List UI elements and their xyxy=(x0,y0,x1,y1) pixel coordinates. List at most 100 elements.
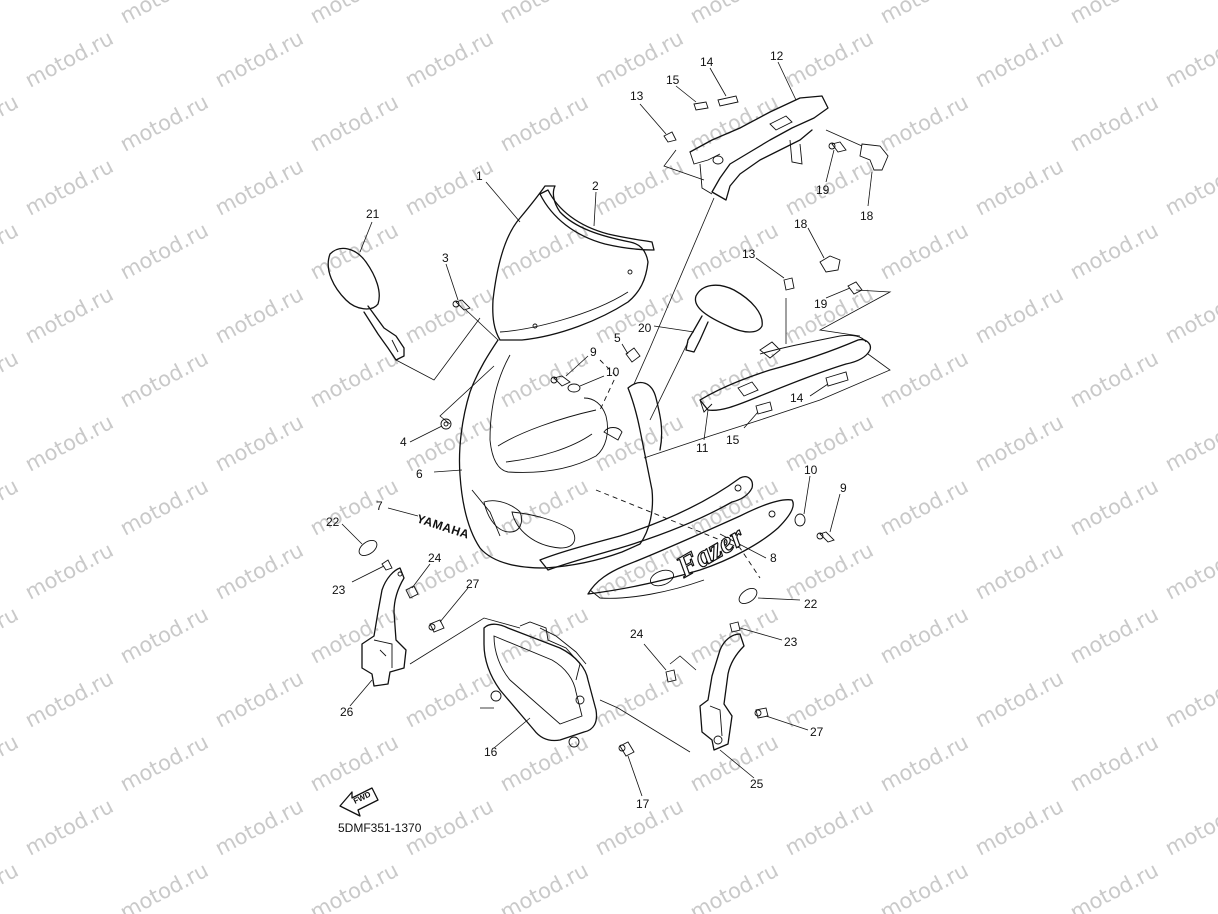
watermark-text: motod.ru xyxy=(781,538,877,604)
upper-cowling-part xyxy=(458,339,663,569)
watermark-text: motod.ru xyxy=(116,90,212,156)
watermark-text: motod.ru xyxy=(591,410,687,476)
watermark-text: motod.ru xyxy=(496,730,592,796)
watermark-text: motod.ru xyxy=(306,730,402,796)
watermark-text: motod.ru xyxy=(1161,154,1218,220)
watermark-text: motod.ru xyxy=(306,346,402,412)
watermark-text: motod.ru xyxy=(1066,90,1162,156)
callout-13-mid: 13 xyxy=(742,247,756,261)
watermark-text: motod.ru xyxy=(496,858,592,914)
inner-lower-panel-part xyxy=(699,334,872,413)
watermark-text: motod.ru xyxy=(496,602,592,668)
watermark-text: motod.ru xyxy=(401,538,497,604)
headlight-stay-part xyxy=(483,621,598,748)
callout-15-lower: 15 xyxy=(726,433,740,447)
callout-25: 25 xyxy=(750,777,764,791)
watermark-text: motod.ru xyxy=(0,858,22,914)
right-mirror-part xyxy=(685,284,763,353)
watermark-text: motod.ru xyxy=(0,346,22,412)
watermark-text: motod.ru xyxy=(0,730,22,796)
watermark-text: motod.ru xyxy=(116,218,212,284)
fwd-arrow-icon: FWD xyxy=(339,787,379,817)
side-panel-part xyxy=(539,476,794,599)
assembly-lines xyxy=(395,129,892,753)
watermark-text: motod.ru xyxy=(496,474,592,540)
watermark-text: motod.ru xyxy=(0,218,22,284)
watermark-text: motod.ru xyxy=(876,730,972,796)
watermark-text: motod.ru xyxy=(971,538,1067,604)
watermark-text: motod.ru xyxy=(876,602,972,668)
callout-14-upper: 14 xyxy=(700,55,714,69)
watermark-text: motod.ru xyxy=(306,602,402,668)
callout-18-upper: 18 xyxy=(860,209,874,223)
callout-4: 4 xyxy=(400,435,407,449)
watermark-text: motod.ru xyxy=(116,346,212,412)
watermark-text: motod.ru xyxy=(1066,474,1162,540)
callout-24-right: 24 xyxy=(630,627,644,641)
callout-1: 1 xyxy=(476,169,483,183)
watermark-text: motod.ru xyxy=(306,474,402,540)
watermark-text: motod.ru xyxy=(496,0,592,28)
callout-labels: 1 2 3 4 5 6 7 8 9 9 10 10 11 12 13 13 14… xyxy=(326,49,874,811)
watermark-text: motod.ru xyxy=(21,794,117,860)
watermark-text: motod.ru xyxy=(401,26,497,92)
watermark-text: motod.ru xyxy=(0,0,22,28)
watermark-text: motod.ru xyxy=(211,26,307,92)
watermark-text: motod.ru xyxy=(116,858,212,914)
callout-10-right: 10 xyxy=(804,463,818,477)
callout-2: 2 xyxy=(592,179,599,193)
watermark-text: motod.ru xyxy=(1161,666,1218,732)
callout-22-right: 22 xyxy=(804,597,818,611)
watermark-text: motod.ru xyxy=(496,218,592,284)
diagram-code: 5DMF351-1370 xyxy=(338,821,422,835)
callout-17: 17 xyxy=(636,797,650,811)
watermark-text: motod.ru xyxy=(0,474,22,540)
leader-lines xyxy=(341,61,873,797)
callout-8: 8 xyxy=(770,551,777,565)
watermark-text: motod.ru xyxy=(21,282,117,348)
callout-19-upper: 19 xyxy=(816,183,830,197)
callout-22-left: 22 xyxy=(326,515,340,529)
watermark-text: motod.ru xyxy=(591,538,687,604)
watermark-text: motod.ru xyxy=(686,858,782,914)
watermark-text: motod.ru xyxy=(876,218,972,284)
callout-12: 12 xyxy=(770,49,784,63)
callout-16: 16 xyxy=(484,745,498,759)
watermark-text: motod.ru xyxy=(1161,794,1218,860)
watermark-text: motod.ru xyxy=(211,410,307,476)
callout-15-upper: 15 xyxy=(666,73,680,87)
watermark-text: motod.ru xyxy=(21,538,117,604)
watermark-text: motod.ru xyxy=(781,410,877,476)
callout-23-right: 23 xyxy=(784,635,798,649)
watermark-text: motod.ru xyxy=(21,154,117,220)
watermark-text: motod.ru xyxy=(876,90,972,156)
callout-20: 20 xyxy=(638,321,652,335)
callout-9-upper: 9 xyxy=(590,345,597,359)
callout-3: 3 xyxy=(442,251,449,265)
watermark-text: motod.ru xyxy=(0,602,22,668)
watermark-text: motod.ru xyxy=(1066,602,1162,668)
watermark-text: motod.ru xyxy=(211,538,307,604)
callout-23-left: 23 xyxy=(332,583,346,597)
watermark-text: motod.ru xyxy=(306,858,402,914)
watermark-text: motod.ru xyxy=(21,666,117,732)
yamaha-decal: YAMAHA xyxy=(415,512,471,542)
callout-26: 26 xyxy=(340,705,354,719)
windscreen-part xyxy=(492,185,649,341)
watermark-text: motod.ru xyxy=(876,0,972,28)
watermark-text: motod.ru xyxy=(971,282,1067,348)
watermark-text: motod.ru xyxy=(21,26,117,92)
watermark-text: motod.ru xyxy=(1161,26,1218,92)
watermark-text: motod.ru xyxy=(1161,410,1218,476)
watermark-text: motod.ru xyxy=(21,410,117,476)
watermark-text: motod.ru xyxy=(781,26,877,92)
watermark-text: motod.ru xyxy=(0,90,22,156)
callout-10-upper: 10 xyxy=(606,365,620,379)
watermark-text: motod.ru xyxy=(876,346,972,412)
watermark-text: motod.ru xyxy=(1066,730,1162,796)
callout-11: 11 xyxy=(696,441,709,455)
watermark-text: motod.ru xyxy=(401,282,497,348)
